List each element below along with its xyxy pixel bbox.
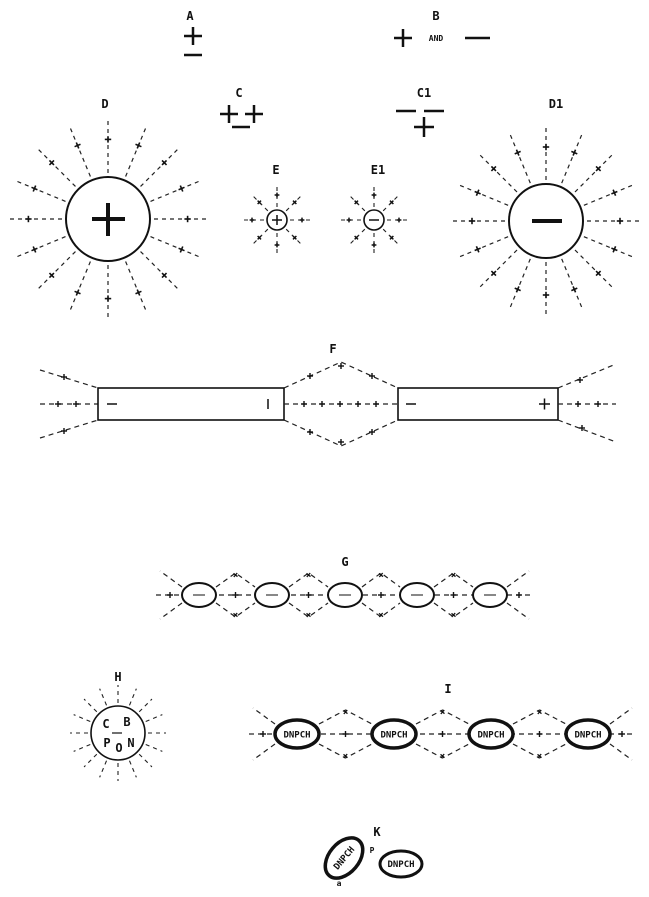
field-lines-e — [244, 187, 310, 253]
panel-e1: E1 — [341, 163, 407, 253]
field-lines-d1 — [450, 125, 642, 317]
chain-g — [156, 570, 533, 620]
h-letter-n: N — [127, 736, 134, 750]
label-d: D — [101, 97, 108, 111]
chain-i-cell-1 — [273, 718, 321, 750]
k-cell-flat — [378, 849, 424, 879]
chain-i-cell-label-1: DNPCH — [283, 731, 310, 741]
chain-i-cell-label-2: DNPCH — [380, 731, 407, 741]
k-letter-p: P — [370, 846, 375, 855]
bar-magnet-left — [97, 387, 285, 421]
k-cell-tilted — [323, 836, 365, 880]
chain-i-cell-3 — [467, 718, 515, 750]
chain-i-cell-label-3: DNPCH — [477, 731, 504, 741]
field-lines-h — [70, 685, 166, 781]
h-letter-o: O — [115, 741, 122, 755]
chain-i-cell-4 — [564, 718, 612, 750]
negative-sphere-d1 — [508, 183, 584, 259]
label-g: G — [341, 555, 348, 569]
h-letter-p: P — [103, 736, 110, 750]
panel-d1: D1 — [450, 97, 642, 317]
panel-g: G — [156, 555, 533, 620]
panel-e: E — [244, 163, 310, 253]
bar-magnet-right — [397, 387, 559, 421]
label-c1: C1 — [417, 86, 431, 100]
label-c: C — [235, 86, 242, 100]
panel-d: D — [6, 97, 210, 321]
chain-i-cell-2 — [370, 718, 418, 750]
panel-f: F — [39, 342, 617, 447]
panel-h: H C B P O N — [70, 670, 166, 781]
k-letter-a: a — [337, 879, 342, 888]
chain-i-cell-label-4: DNPCH — [574, 731, 601, 741]
label-d1: D1 — [549, 97, 563, 111]
label-b: B — [432, 9, 439, 23]
positive-sphere-d — [65, 176, 151, 262]
field-lines-e1 — [341, 187, 407, 253]
chain-i: DNPCH DNPCH DNPCH DNPCH — [249, 707, 636, 761]
label-f: F — [329, 342, 336, 356]
h-letter-b: B — [123, 715, 130, 729]
panel-b: B AND — [394, 9, 490, 47]
panel-c: C — [220, 86, 263, 129]
label-h: H — [114, 670, 121, 684]
b-and-text: AND — [429, 34, 444, 43]
label-e1: E1 — [371, 163, 385, 177]
panel-k: K DNPCH P a DNPCH — [323, 825, 424, 888]
label-k: K — [373, 825, 381, 839]
k-cell-flat-label: DNPCH — [387, 860, 414, 870]
label-e: E — [272, 163, 279, 177]
panel-a: A — [184, 9, 202, 57]
panel-c1: C1 — [396, 86, 444, 137]
h-letter-c: C — [102, 717, 109, 731]
label-i: I — [444, 682, 451, 696]
panel-i: I DNPCH DNPCH DNPCH DNPCH — [249, 682, 636, 761]
field-lines-d — [6, 117, 210, 321]
label-a: A — [186, 9, 194, 23]
